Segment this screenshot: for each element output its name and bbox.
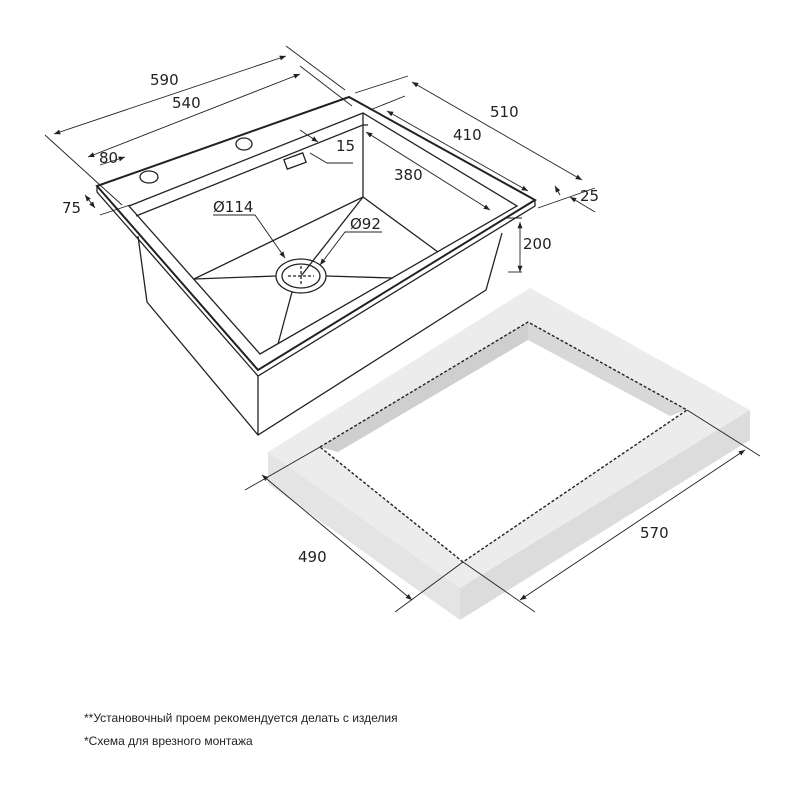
cutout-note: **Установочный проем рекомендуется делат… (84, 711, 398, 725)
dim-80: 80 (99, 149, 118, 167)
dim-drain-inner: Ø92 (350, 215, 381, 233)
countertop (268, 288, 750, 620)
dim-410: 410 (453, 126, 482, 144)
tap-hole-icon (139, 170, 159, 184)
dim-380: 380 (394, 166, 423, 184)
dim-25: 25 (580, 187, 599, 205)
dimension-labels: 590 540 510 410 380 80 75 15 25 Ø114 Ø92… (62, 71, 669, 566)
sink (95, 95, 537, 436)
dim-200: 200 (523, 235, 552, 253)
cutout-outline (319, 321, 689, 563)
dim-510: 510 (490, 103, 519, 121)
dim-540: 540 (172, 94, 201, 112)
tap-hole-icon (235, 137, 253, 151)
scheme-note: *Схема для врезного монтажа (84, 734, 253, 748)
dim-75: 75 (62, 199, 81, 217)
dim-drain-outer: Ø114 (213, 198, 253, 216)
drain-outer (275, 258, 327, 294)
dim-570: 570 (640, 524, 669, 542)
dim-590: 590 (150, 71, 179, 89)
dim-15: 15 (336, 137, 355, 155)
drain-inner (281, 263, 321, 289)
dim-490: 490 (298, 548, 327, 566)
